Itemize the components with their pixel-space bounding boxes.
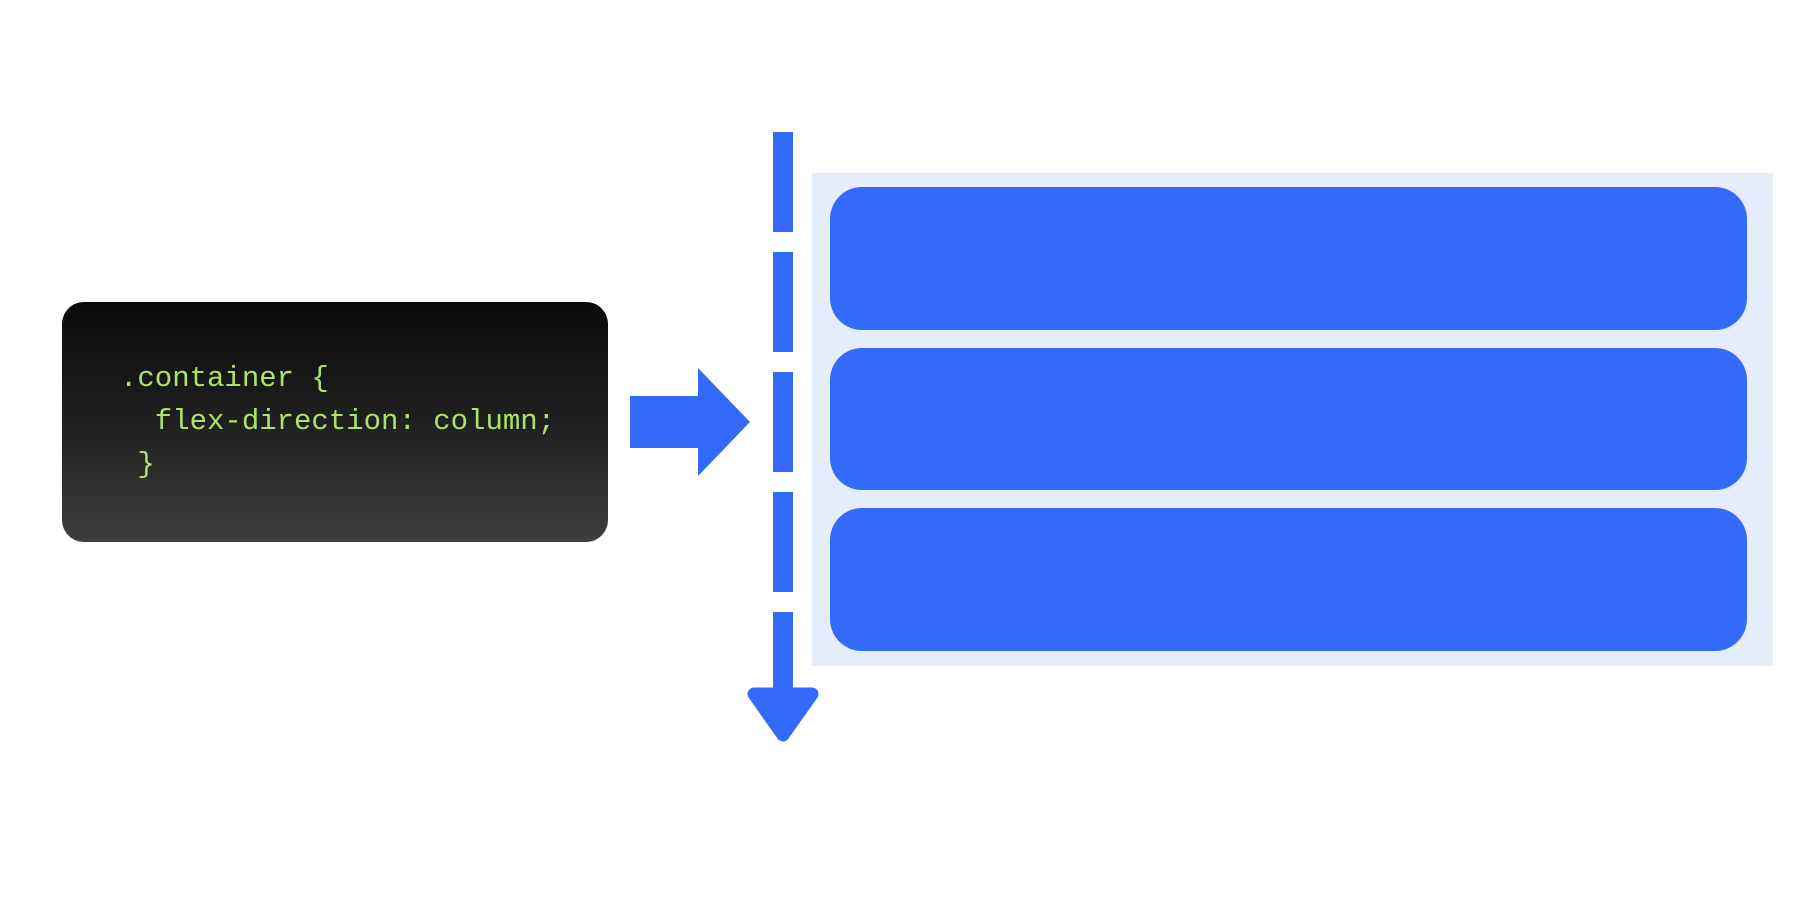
flex-item bbox=[830, 347, 1747, 491]
flex-container-visual bbox=[812, 173, 1773, 666]
arrow-down-icon bbox=[747, 687, 819, 742]
code-line-selector: .container { bbox=[120, 362, 329, 395]
arrow-right-icon bbox=[630, 368, 750, 476]
flex-item bbox=[830, 508, 1747, 652]
code-line-property: flex-direction: column; bbox=[120, 405, 556, 438]
code-line-closing-brace: } bbox=[120, 448, 155, 481]
flex-item bbox=[830, 187, 1747, 330]
css-code-snippet: .container { flex-direction: column; } bbox=[62, 302, 608, 542]
